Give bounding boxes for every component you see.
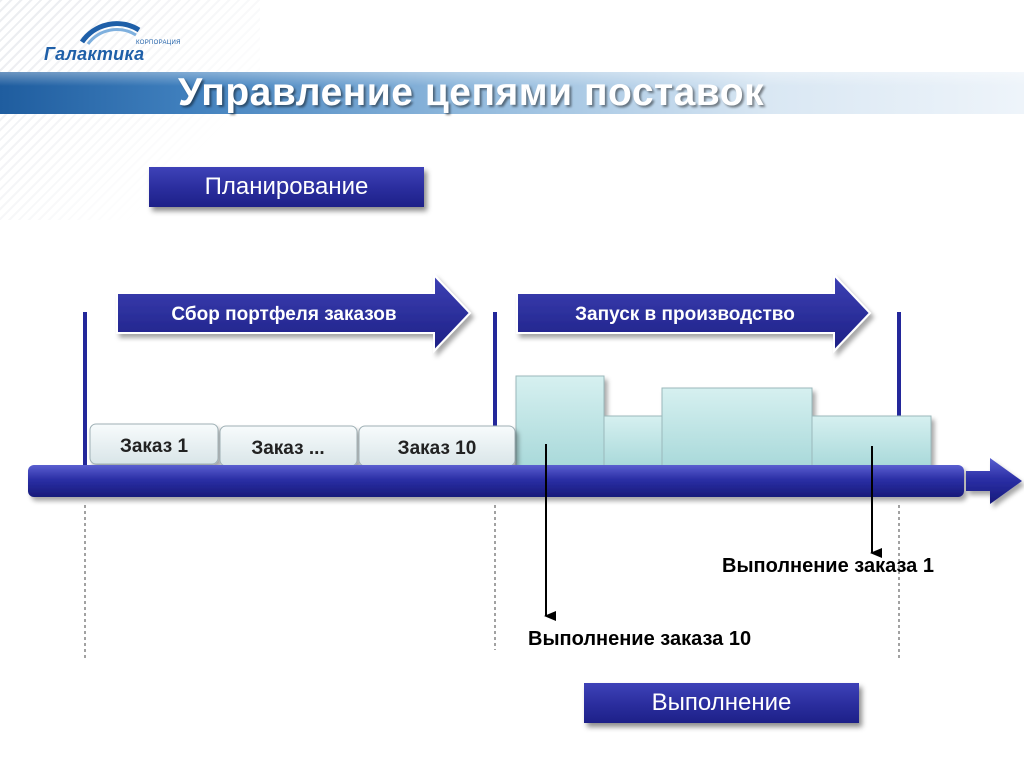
production-blocks (515, 375, 932, 467)
phase-arrow-launch-label: Запуск в производство (575, 304, 795, 325)
logo-text: Галактика (44, 44, 145, 64)
timeline-arrow-icon (966, 458, 1022, 504)
phase-arrow-collection (116, 272, 472, 354)
production-block (661, 387, 813, 467)
order-label-last: Заказ 10 (398, 438, 477, 459)
title-band (0, 72, 1024, 114)
order-label-first: Заказ 1 (120, 436, 189, 457)
fulfillment-label-order-1: Выполнение заказа 1 (722, 555, 934, 577)
timeline-bar (28, 465, 964, 497)
phase-arrow-collection-label: Сбор портфеля заказов (171, 304, 396, 325)
execution-label: Выполнение (584, 683, 859, 723)
phase-arrow-launch (516, 272, 872, 354)
order-label-middle: Заказ ... (251, 438, 324, 459)
production-block (515, 375, 605, 467)
title-band-highlight (0, 72, 1024, 86)
fulfillment-label-order-10: Выполнение заказа 10 (528, 628, 752, 650)
page-title: Управление цепями поставок (178, 71, 765, 114)
company-logo: КОРПОРАЦИЯ Галактика (44, 20, 194, 70)
logo-arc-icon (79, 21, 141, 45)
planning-label: Планирование (149, 167, 424, 207)
order-box (89, 423, 219, 465)
order-boxes (89, 423, 516, 467)
logo-subtitle: КОРПОРАЦИЯ (136, 40, 181, 46)
production-block (603, 415, 663, 467)
